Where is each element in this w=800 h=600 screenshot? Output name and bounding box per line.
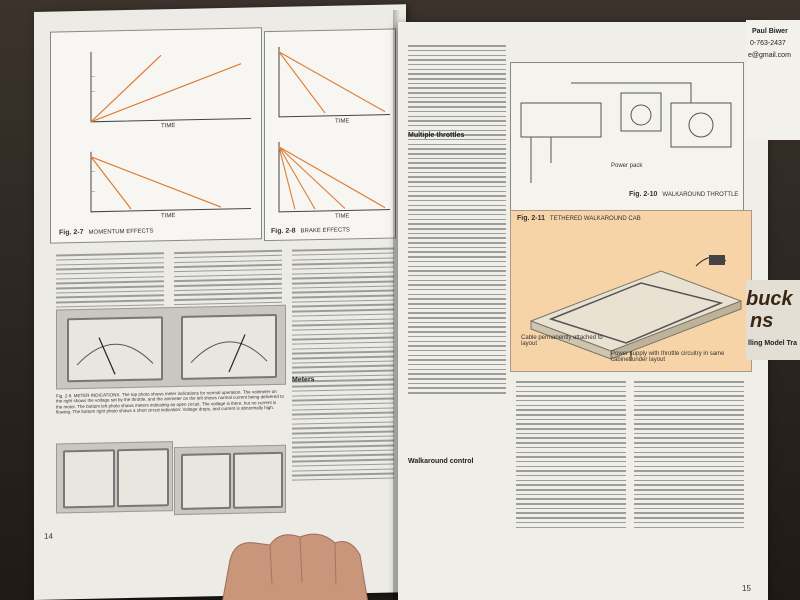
fig-2-9-caption: Fig. 2-9. METER INDICATIONS. The top pho… xyxy=(56,388,284,415)
meter-face-open-circuit-a xyxy=(63,449,115,509)
figure-2-10-diagram xyxy=(520,82,732,183)
figure-2-7-frame: TIME TIME Fig. 2-7 MOMENTUM EFFECTS xyxy=(50,27,262,244)
right-text-column-2 xyxy=(516,378,626,531)
body-text-column-2 xyxy=(174,247,282,309)
figure-2-11-power-supply-label: Power supply with throttle circuitry in … xyxy=(611,351,725,363)
meter-photo-bottom-right xyxy=(174,444,286,516)
figure-2-7-graphs xyxy=(90,51,251,213)
meter-photo-top xyxy=(56,304,286,390)
seller-sticker: Paul Biwer 0-763-2437 e@gmail.com xyxy=(746,20,800,140)
voltmeter-face-top xyxy=(181,313,277,380)
body-text-column-1 xyxy=(56,249,164,311)
right-text-column-3 xyxy=(634,378,744,531)
figure-2-8-axis-label: TIME xyxy=(335,118,350,125)
meters-heading: Meters xyxy=(292,376,315,384)
ammeter-needle-top xyxy=(76,337,154,375)
figure-2-7-axis-label-2: TIME xyxy=(161,213,176,220)
figure-2-11-cable-label: Cable permanently attached to layout xyxy=(521,335,603,347)
sticker-line-2: 0-763-2437 xyxy=(750,40,786,47)
figure-2-11-layout-drawing xyxy=(529,255,743,361)
banner-big-text: buck xyxy=(746,288,793,310)
seller-banner: buck ns lling Model Tra xyxy=(746,280,800,360)
sticker-line-3: e@gmail.com xyxy=(748,52,791,59)
page-number-left: 14 xyxy=(44,531,53,541)
multiple-throttles-heading: Multiple throttles xyxy=(408,132,465,139)
figure-2-8-axis-label-2: TIME xyxy=(335,213,350,220)
meter-photo-bottom-left xyxy=(56,441,173,514)
book-page-right: Multiple throttles Walkaround control Po… xyxy=(398,22,768,600)
walkaround-control-heading: Walkaround control xyxy=(408,458,474,465)
body-text-column-3 xyxy=(292,244,394,484)
hand-holding-book xyxy=(222,533,369,600)
figure-2-8-frame: TIME TIME Fig. 2-8 BRAKE EFFECTS xyxy=(264,28,396,242)
meter-face-short-circuit-a xyxy=(181,452,231,510)
right-text-column-1 xyxy=(408,42,506,397)
figure-2-10-frame: Power pack Fig. 2-10 WALKAROUND THROTTLE xyxy=(510,62,744,214)
banner-small-text: lling Model Tra xyxy=(748,340,798,347)
page-number-right: 15 xyxy=(742,584,751,593)
figure-2-11-label: Fig. 2-11 TETHERED WALKAROUND CAB xyxy=(517,215,641,222)
voltmeter-needle-top xyxy=(190,334,268,373)
meter-face-open-circuit-b xyxy=(117,448,169,508)
sticker-line-1: Paul Biwer xyxy=(752,28,788,35)
book-page-left: TIME TIME Fig. 2-7 MOMENTUM EFFECTS TIME… xyxy=(34,4,406,600)
banner-second-text: ns xyxy=(750,310,774,332)
figure-2-10-label: Fig. 2-10 WALKAROUND THROTTLE xyxy=(629,191,739,198)
figure-2-8-graphs xyxy=(278,46,390,213)
figure-2-11-frame: Fig. 2-11 TETHERED WALKAROUND CAB Cable … xyxy=(510,210,752,372)
figure-2-10-power-pack-label: Power pack xyxy=(611,163,643,169)
figure-2-7-axis-label: TIME xyxy=(161,123,176,130)
ammeter-face-top xyxy=(67,316,163,383)
meter-face-short-circuit-b xyxy=(233,451,283,509)
